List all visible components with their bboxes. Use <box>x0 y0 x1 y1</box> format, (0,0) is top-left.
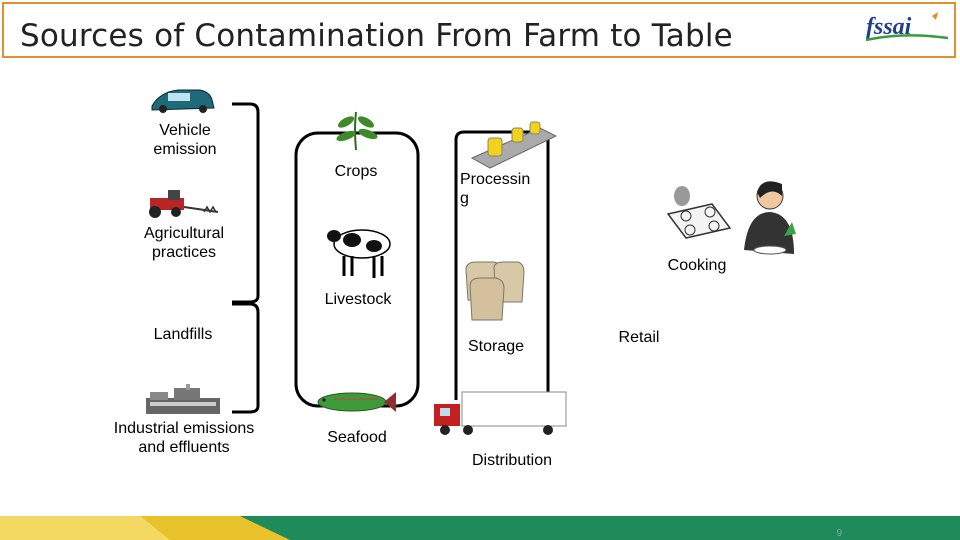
stove-icon <box>666 186 732 239</box>
label-storage: Storage <box>467 338 525 355</box>
truck-icon <box>434 391 567 435</box>
slide-title: Sources of Contamination From Farm to Ta… <box>20 18 733 54</box>
label-landfills: Landfills <box>153 326 213 343</box>
label-distribution: Distribution <box>471 452 553 469</box>
conveyor-icon <box>470 121 558 169</box>
fssai-logo-mark: fssai <box>865 12 949 42</box>
fish-icon <box>317 392 396 412</box>
tractor-icon <box>149 190 219 218</box>
title-box: Sources of Contamination From Farm to Ta… <box>2 2 956 58</box>
fssai-logo: fssai <box>862 10 952 50</box>
sacks-icon <box>465 261 525 321</box>
sources-bracket <box>232 102 260 304</box>
person-eating-icon <box>744 181 796 255</box>
car-icon <box>151 89 215 113</box>
page-number: 9 <box>836 528 842 539</box>
label-vehicle-emission: Vehicle emission <box>153 122 217 158</box>
label-processing: Processin g <box>460 171 531 207</box>
cow-icon <box>327 229 391 278</box>
factory-icon <box>146 384 220 414</box>
label-livestock: Livestock <box>324 291 392 308</box>
sources-bracket-lower <box>232 302 260 414</box>
label-industrial-emissions: Industrial emissions and effluents <box>113 420 255 456</box>
label-crops: Crops <box>334 163 378 180</box>
label-cooking: Cooking <box>667 257 727 274</box>
label-retail: Retail <box>618 329 660 346</box>
footer-bar <box>0 516 960 540</box>
label-agricultural-practices: Agricultural practices <box>143 225 225 261</box>
plant-icon <box>336 111 378 151</box>
label-seafood: Seafood <box>327 429 387 446</box>
